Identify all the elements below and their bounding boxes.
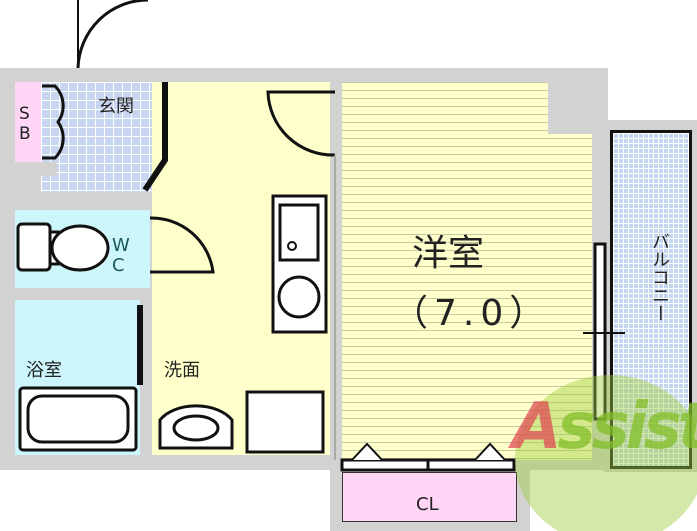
balcony-label: バルコニー [649, 232, 670, 322]
closet-label: CL [416, 494, 439, 515]
entrance-label: 玄関 [98, 96, 134, 117]
toilet-bowl [50, 224, 110, 272]
room-notch [548, 82, 592, 134]
entry-door-swing [76, 0, 149, 69]
western-room [342, 82, 592, 460]
toilet-tank [16, 222, 52, 272]
closet-room [342, 472, 517, 522]
toilet-door-swing [149, 216, 215, 274]
western-room-size: （7.0） [392, 293, 552, 334]
washing-machine-space [245, 390, 325, 454]
toilet-label: W C [112, 235, 130, 276]
assist-logo-text: Assist [512, 390, 697, 464]
storage-box-label: S B [19, 104, 31, 144]
room-door-swing [266, 90, 336, 157]
entrance-step [15, 162, 57, 176]
balcony-area [610, 130, 692, 469]
assist-logo [515, 375, 697, 531]
washroom-label: 洗面 [164, 360, 200, 381]
stove-burner [277, 275, 321, 319]
storage-box-room [15, 82, 41, 162]
kitchen-sink [278, 203, 320, 262]
storage-door-swing [42, 84, 65, 160]
western-room-label: 洋室 [412, 233, 485, 274]
entrance-room [41, 82, 159, 192]
balcony-window [593, 242, 607, 421]
entrance-partition [142, 82, 168, 192]
bathroom-label: 浴室 [26, 360, 62, 381]
